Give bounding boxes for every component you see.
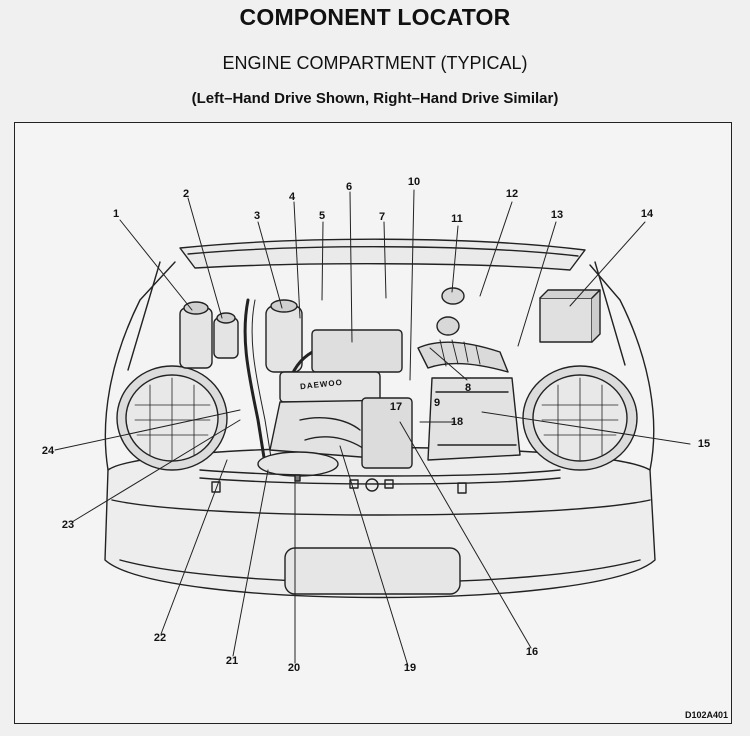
page-title: COMPONENT LOCATOR	[239, 4, 511, 30]
callout-3: 3	[253, 210, 261, 222]
callout-16: 16	[525, 646, 539, 658]
callout-18: 18	[450, 416, 464, 428]
callout-5: 5	[318, 210, 326, 222]
figure-code: D102A401	[684, 710, 728, 720]
right-strut-tower	[441, 287, 465, 305]
callout-21: 21	[225, 655, 239, 667]
callout-8: 8	[464, 382, 472, 394]
air-intake-duct	[417, 341, 509, 373]
callout-17: 17	[389, 401, 403, 413]
left-headlamp	[116, 365, 228, 471]
callout-23: 23	[61, 519, 75, 531]
callout-13: 13	[550, 209, 564, 221]
callout-11: 11	[451, 213, 463, 225]
callout-9: 9	[433, 397, 441, 409]
callout-20: 20	[287, 662, 301, 674]
callout-4: 4	[288, 191, 296, 203]
callout-1: 1	[112, 208, 120, 220]
page-subtitle: ENGINE COMPARTMENT (TYPICAL)	[222, 53, 528, 73]
callout-14: 14	[640, 208, 654, 220]
callout-10: 10	[407, 176, 421, 188]
brake-fluid-reservoir	[213, 312, 239, 359]
front-bumper	[104, 446, 656, 599]
coolant-reservoir	[179, 301, 213, 369]
callout-22: 22	[153, 632, 167, 644]
drive-note: (Left–Hand Drive Shown, Right–Hand Drive…	[191, 90, 559, 107]
callout-7: 7	[378, 211, 386, 223]
callout-6: 6	[345, 181, 353, 193]
right-headlamp	[522, 365, 638, 471]
callout-12: 12	[505, 188, 519, 200]
callout-24: 24	[41, 445, 55, 457]
fuse-box	[361, 397, 413, 469]
left-strut-tower	[436, 316, 460, 336]
air-cleaner	[427, 377, 521, 461]
battery	[539, 289, 601, 343]
washer-reservoir	[265, 299, 303, 373]
hood	[179, 238, 586, 271]
callout-19: 19	[403, 662, 417, 674]
lower-grille	[284, 547, 461, 595]
radiator-cap	[257, 451, 339, 477]
callout-15: 15	[697, 438, 711, 450]
leader-lines	[54, 189, 691, 667]
callout-2: 2	[182, 188, 190, 200]
